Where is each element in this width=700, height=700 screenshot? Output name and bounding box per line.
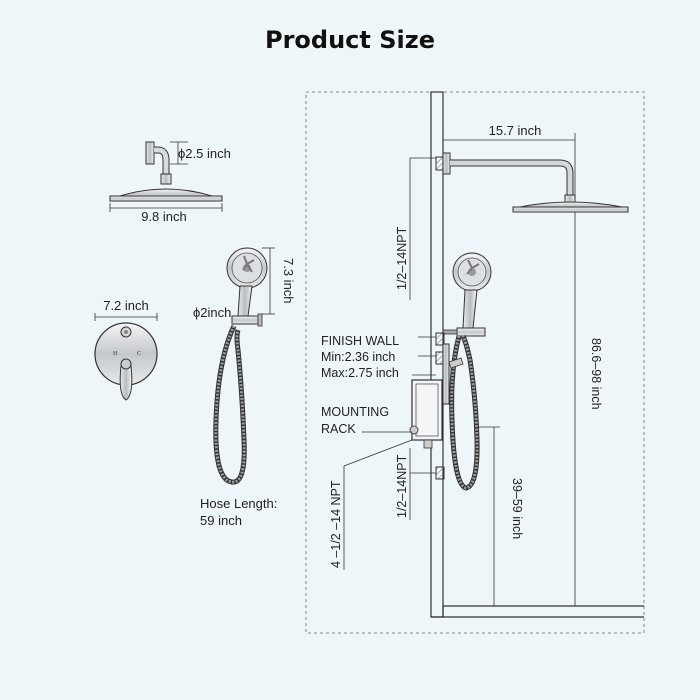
valve-plate-width-label: 7.2 inch — [103, 298, 149, 313]
mounting-rack — [409, 379, 443, 449]
showerhead-diameter-label: ϕ2.5 inch — [178, 146, 231, 161]
hose-length-label-1: Hose Length: — [200, 496, 277, 511]
valve-hot-mark: H — [113, 351, 118, 357]
handheld-shower-drawing — [213, 247, 275, 485]
top-npt-label: 1/2–14NPT — [395, 226, 409, 290]
hose-length-label-2: 59 inch — [200, 513, 242, 528]
mounting-rack-label-2: RACK — [321, 422, 356, 436]
showerhead-height-label: 86.6–98 inch — [589, 338, 603, 410]
showerhead-width-label: 9.8 inch — [141, 209, 187, 224]
handheld-length-label: 7.3 inch — [281, 258, 296, 304]
bottom-npt-label: 1/2–14NPT — [395, 454, 409, 518]
shower-hose — [213, 324, 247, 485]
finish-wall-min-label: Min:2.36 inch — [321, 350, 395, 364]
installed-handheld — [442, 252, 492, 491]
mounting-rack-label-1: MOUNTING — [321, 405, 389, 419]
valve-cold-mark: C — [137, 351, 141, 357]
floor-line — [431, 605, 644, 618]
holder-diameter-label: ϕ2inch — [193, 305, 231, 320]
arm-reach-label: 15.7 inch — [489, 123, 542, 138]
finish-wall-label: FINISH WALL — [321, 334, 399, 348]
showerhead-drawing — [109, 141, 223, 212]
installation-frame — [305, 91, 645, 634]
finish-wall-max-label: Max:2.75 inch — [321, 366, 399, 380]
showerhead-flange — [145, 141, 155, 165]
valve-trim-drawing — [94, 313, 158, 401]
valve-npt-label: 4 –1/2 –14 NPT — [329, 480, 343, 568]
holder-height-label: 39–59 inch — [510, 478, 524, 539]
page-title: Product Size — [265, 26, 435, 54]
